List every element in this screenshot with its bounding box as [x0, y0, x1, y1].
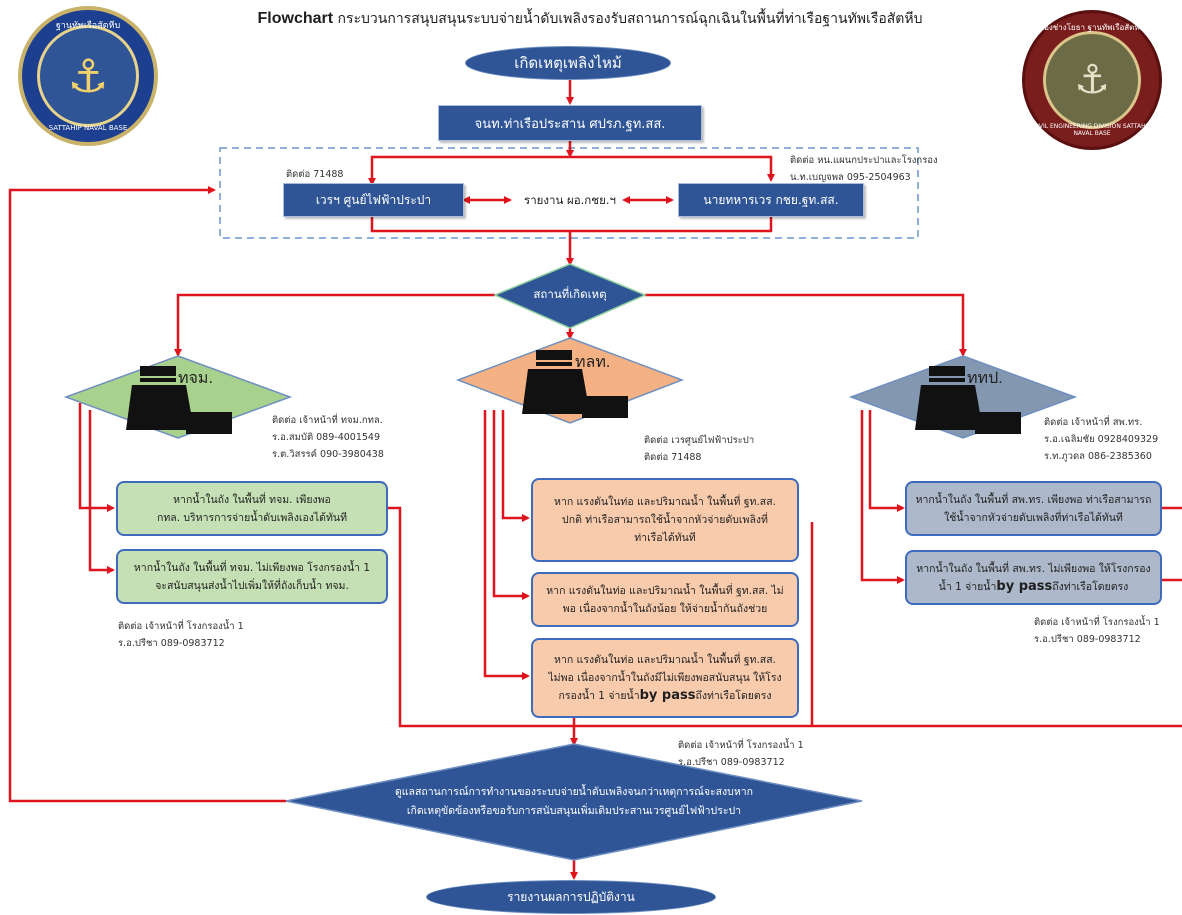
ttp-contact: ติดต่อ เจ้าหน้าที่ สพ.ทร. ร.อ.เฉลิมชัย 0… — [1044, 417, 1159, 462]
tjm-box-2: หากน้ำในถัง ในพื้นที่ ทจม. ไม่เพียงพอ โร… — [116, 549, 388, 604]
link-tjm-box2 — [88, 410, 115, 574]
final-check-label: ดูแลสถานการณ์การทำงานของระบบจ่ายน้ำดับเพ… — [394, 786, 754, 817]
coordinate-node: จนท.ท่าเรือประสาน ศปรภ.ฐท.สส. — [438, 105, 702, 141]
link-ttp-box2 — [860, 410, 905, 584]
link-ttp-box1 — [868, 410, 905, 512]
link-location-tjm — [174, 293, 495, 357]
title-rest: กระบวนการสนุบสนุนระบบจ่ายน้ำดับเพลิงรองร… — [333, 11, 923, 27]
logo-left-bottom-text: SATTAHIP NAVAL BASE — [48, 124, 128, 132]
link-location-ttp — [645, 293, 967, 357]
tjm-box-1: หากน้ำในถัง ในพื้นที่ ทจม. เพียงพอ กทล. … — [116, 481, 388, 536]
logo-right-bottom-text: CIVIL ENGINEERING DIVISION SATTAHIP NAVA… — [1032, 123, 1152, 137]
logo-left-top-text: ฐานทัพเรือสัตหีบ — [55, 21, 121, 31]
report-label: รายงาน ผอ.กชย.ฯ — [524, 193, 616, 207]
ttp-box-2-part-a: หากน้ำในถัง ในพื้นที่ สพ.ทร. ไม่เพียงพอ … — [916, 562, 1151, 593]
ttp-box-2-bypass: by pass — [996, 578, 1053, 594]
tlt-box-3-part-a: หาก แรงดันในท่อ และปริมาณน้ำ ในพื้นที่ ฐ… — [548, 654, 782, 702]
end-node: รายงานผลการปฏิบัติงาน — [426, 880, 716, 914]
tlt-contact: ติดต่อ เวรศูนย์ไฟฟ้าประปา ติดต่อ 71488 — [644, 435, 755, 463]
start-node: เกิดเหตุเพลิงไหม้ — [465, 46, 671, 80]
contact-head: ติดต่อ หน.แผนกประปาและโรงกรอง น.ท.เบญจพล… — [790, 155, 938, 183]
tlt-diamond — [455, 337, 685, 424]
tlt-box-3: หาก แรงดันในท่อ และปริมาณน้ำ ในพื้นที่ ฐ… — [531, 638, 799, 718]
link-tlt-box2 — [492, 410, 530, 600]
link-tjm-box1 — [78, 403, 115, 512]
link-tlt-box1 — [501, 410, 530, 522]
location-label: สถานที่เกิดเหตุ — [533, 287, 607, 301]
contact-71488: ติดต่อ 71488 — [286, 169, 344, 180]
tlt-box-1: หาก แรงดันในท่อ และปริมาณน้ำ ในพื้นที่ ฐ… — [531, 478, 799, 562]
link-merge — [370, 217, 773, 233]
anchor-icon: ⚓ — [67, 49, 109, 103]
water-contact-center: ติดต่อ เจ้าหน้าที่ โรงกรองน้ำ 1 ร.อ.ปรีช… — [678, 740, 804, 768]
duty-officer-node: นายทหารเวร กชย.ฐท.สส. — [678, 183, 864, 217]
ttp-box-1: หากน้ำในถัง ในพื้นที่ สพ.ทร. เพียงพอ ท่า… — [905, 481, 1162, 536]
naval-base-logo: ⚓ ฐานทัพเรือสัตหีบ SATTAHIP NAVAL BASE — [18, 6, 158, 146]
seahorse-icon: ⚓ — [1074, 57, 1110, 103]
tjm-contact: ติดต่อ เจ้าหน้าที่ ทจม.กทล. ร.อ.สมบัติ 0… — [272, 415, 384, 460]
link-tlt-box3 — [483, 410, 530, 680]
ttp-diamond — [848, 355, 1078, 439]
water-contact-right: ติดต่อ เจ้าหน้าที่ โรงกรองน้ำ 1 ร.อ.ปรีช… — [1034, 617, 1160, 645]
tlt-box-3-bypass: by pass — [639, 688, 696, 703]
civil-engineering-logo: ⚓ กองช่างโยธา ฐานทัพเรือสัตหีบ CIVIL ENG… — [1022, 10, 1162, 150]
page-title: Flowchart กระบวนการสนุบสนุนระบบจ่ายน้ำดั… — [150, 8, 1030, 30]
ttp-box-2-text: หากน้ำในถัง ในพื้นที่ สพ.ทร. ไม่เพียงพอ … — [916, 560, 1150, 596]
region-ttp: ททป. — [967, 370, 1003, 387]
tlt-box-3-text: หาก แรงดันในท่อ และปริมาณน้ำ ในพื้นที่ ฐ… — [548, 651, 781, 705]
logo-right-top-text: กองช่างโยธา ฐานทัพเรือสัตหีบ — [1039, 23, 1145, 32]
ttp-box-2: หากน้ำในถัง ในพื้นที่ สพ.ทร. ไม่เพียงพอ … — [905, 550, 1162, 605]
tlt-box-3-part-c: ถึงท่าเรือโดยตรง — [695, 690, 772, 702]
ttp-box-2-part-c: ถึงท่าเรือโดยตรง — [1052, 580, 1129, 593]
region-tlt: ทลท. — [575, 354, 611, 371]
title-bold: Flowchart — [257, 10, 334, 27]
duty-power-node: เวรฯ ศูนย์ไฟฟ้าประปา — [283, 183, 464, 217]
water-contact-left: ติดต่อ เจ้าหน้าที่ โรงกรองน้ำ 1 ร.อ.ปรีช… — [118, 621, 244, 649]
region-tjm: ทจม. — [178, 370, 213, 387]
tlt-box-2: หาก แรงดันในท่อ และปริมาณน้ำ ในพื้นที่ ฐ… — [531, 572, 799, 627]
link-split-sides — [368, 155, 775, 186]
